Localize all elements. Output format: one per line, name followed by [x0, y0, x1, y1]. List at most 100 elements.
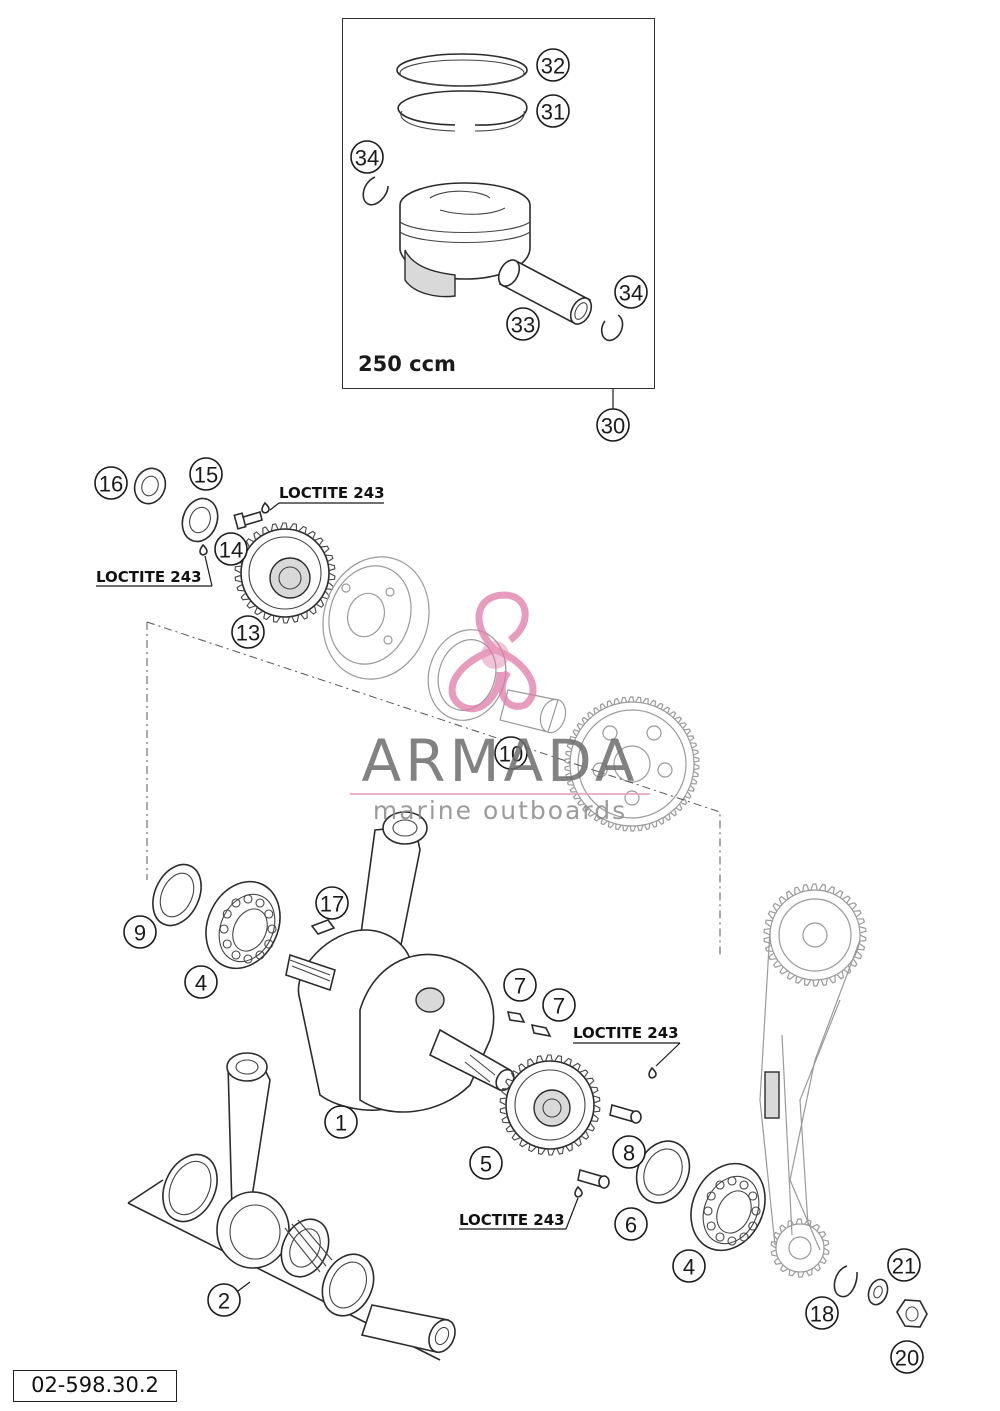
loctite-drop-upper-left — [261, 501, 270, 514]
crank-gear-5 — [499, 1054, 601, 1156]
seal-ring-17 — [133, 467, 167, 505]
callout-34: 34 — [350, 140, 384, 174]
callout-18: 18 — [805, 1296, 839, 1330]
woodruff-key-7-b — [530, 1023, 552, 1038]
circlip-34-left — [362, 176, 389, 206]
callout-13: 13 — [231, 615, 265, 649]
callout-31: 31 — [536, 94, 570, 128]
loctite-drop-lower-left — [199, 543, 208, 556]
seal-ring-9 — [152, 863, 202, 927]
loctite-text-upper: LOCTITE 243 — [279, 484, 385, 502]
callout-number: 4 — [195, 971, 207, 996]
watermark-tagline: marine outboards — [372, 796, 628, 825]
callout-number: 5 — [480, 1152, 492, 1177]
main-bearing-4-left — [205, 880, 281, 970]
callout-30: 30 — [596, 408, 630, 442]
circlip-34-right — [600, 314, 624, 342]
loctite-text-lower: LOCTITE 243 — [459, 1211, 565, 1229]
callout-34: 34 — [614, 275, 648, 309]
callout-2: 2 — [207, 1283, 241, 1317]
loctite-label-lower: LOCTITE 243 — [459, 1197, 579, 1230]
callout-number: 21 — [892, 1254, 916, 1279]
callout-7: 7 — [542, 988, 576, 1022]
watermark-divider — [350, 793, 650, 795]
callout-9: 9 — [123, 915, 157, 949]
piston — [399, 182, 531, 298]
loctite-drop-screw-8 — [648, 1066, 657, 1079]
nut-20 — [896, 1299, 928, 1328]
main-bearing-4-right — [690, 1162, 766, 1252]
callout-number: 9 — [134, 921, 146, 946]
loctite-label-upper: LOCTITE 243 — [269, 484, 385, 511]
callout-32: 32 — [536, 48, 570, 82]
balancer-gear-13 — [234, 522, 336, 624]
screw-14 — [233, 510, 263, 530]
callout-5: 5 — [469, 1146, 503, 1180]
callout-8: 8 — [612, 1135, 646, 1169]
piston-ring-32 — [396, 53, 528, 87]
screw-8 — [609, 1103, 642, 1124]
bearing-15 — [181, 497, 219, 543]
timing-chain-ghost — [759, 883, 867, 1278]
callout-number: 13 — [236, 621, 260, 646]
callout-number: 15 — [194, 463, 218, 488]
callout-4: 4 — [672, 1249, 706, 1283]
callout-number: 7 — [514, 974, 526, 999]
loctite-text-left: LOCTITE 243 — [96, 568, 202, 586]
loctite-label-left: LOCTITE 243 — [96, 555, 213, 587]
callout-number: 1 — [335, 1111, 347, 1136]
needle-bearing-10 — [427, 629, 567, 734]
washer-21 — [867, 1278, 889, 1306]
woodruff-key-7-a — [506, 1011, 526, 1024]
callout-14: 14 — [214, 532, 248, 566]
conrod-kit-2 — [127, 1052, 456, 1361]
callout-number: 32 — [541, 54, 565, 79]
callout-number: 14 — [219, 538, 243, 563]
callout-7: 7 — [503, 968, 537, 1002]
callout-17: 17 — [315, 886, 349, 920]
screw-lower — [577, 1168, 610, 1189]
piston-pin-33 — [497, 259, 593, 325]
diagram-reference-code: 02-598.30.2 — [13, 1370, 177, 1402]
callout-number: 33 — [511, 313, 535, 338]
callout-10: 10 — [494, 736, 528, 770]
callout-number: 2 — [218, 1289, 230, 1314]
woodruff-key-16 — [310, 919, 336, 935]
loctite-drop-screw-lower — [574, 1185, 583, 1198]
callout-4: 4 — [184, 965, 218, 999]
callout-1: 1 — [324, 1105, 358, 1139]
callout-33: 33 — [506, 307, 540, 341]
callout-20: 20 — [890, 1340, 924, 1374]
callout-number: 4 — [683, 1255, 695, 1280]
callout-6: 6 — [614, 1207, 648, 1241]
callout-15: 15 — [189, 457, 223, 491]
callout-number: 10 — [499, 742, 523, 767]
crankshaft-1 — [285, 811, 515, 1113]
balancer-weight-ghost — [322, 556, 430, 680]
piston-displacement-caption: 250 ccm — [358, 352, 456, 376]
alignment-line-upper — [146, 621, 721, 955]
watermark-logo-icon — [448, 591, 537, 713]
piston-inset-frame — [342, 18, 655, 389]
callout-number: 34 — [619, 281, 643, 306]
balancer-driven-gear-ghost — [564, 696, 700, 832]
loctite-label-middle: LOCTITE 243 — [573, 1024, 681, 1067]
callout-number: 8 — [623, 1141, 635, 1166]
conrod-needle-bearing — [280, 1218, 333, 1278]
watermark-brand-name: ARMADA — [361, 727, 639, 795]
callout-number: 17 — [320, 892, 344, 917]
callout-number: 30 — [601, 414, 625, 439]
callout-21: 21 — [887, 1248, 921, 1282]
callout-number: 16 — [99, 472, 123, 497]
piston-ring-31 — [397, 90, 528, 132]
callout-number: 20 — [895, 1346, 919, 1371]
circlip-18 — [833, 1265, 858, 1298]
callout-number: 31 — [541, 100, 565, 125]
callout-number: 6 — [625, 1213, 637, 1238]
callout-16: 16 — [94, 466, 128, 500]
loctite-text-middle: LOCTITE 243 — [573, 1024, 679, 1042]
callout-number: 34 — [355, 146, 379, 171]
callout-number: 18 — [810, 1302, 834, 1327]
